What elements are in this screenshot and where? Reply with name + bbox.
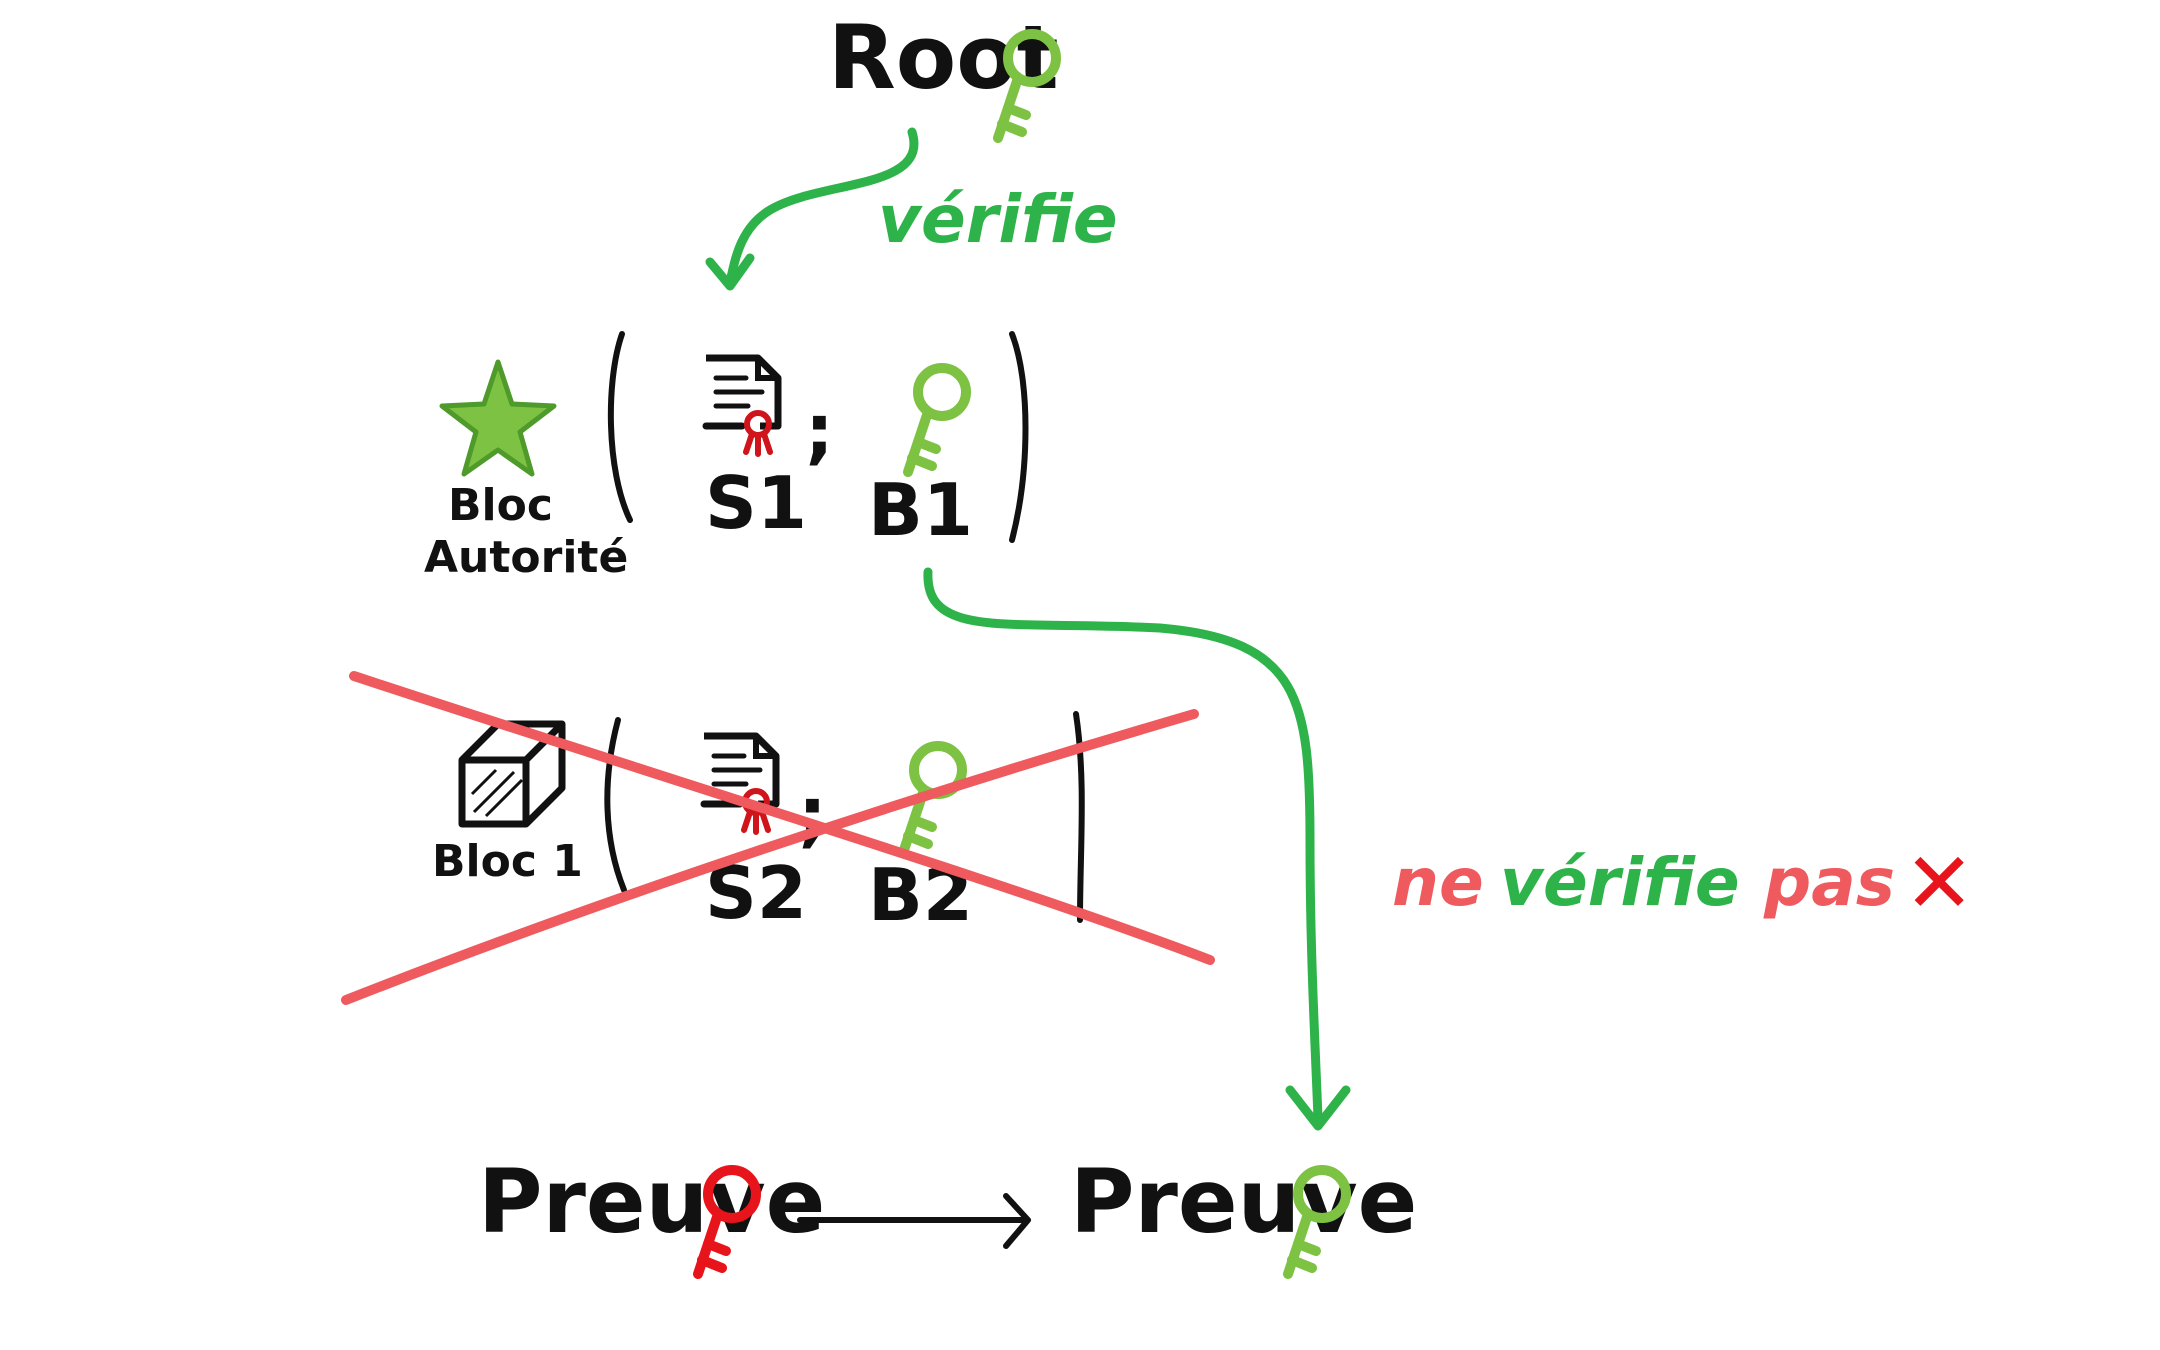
block1-bracket-left (604, 717, 627, 893)
proof-left-label: Preuve (478, 1150, 825, 1253)
authority-key-icon (908, 368, 966, 472)
certificate-icon-2 (704, 736, 776, 832)
star-icon (439, 359, 557, 477)
proof-right-label: Preuve (1070, 1150, 1417, 1253)
authority-bracket-right (1009, 331, 1029, 543)
block1-separator: ; (798, 771, 827, 855)
authority-label-line1: Bloc (448, 480, 553, 531)
verify-label: vérifie (878, 181, 1118, 258)
authority-label-line2: Autorité (424, 532, 628, 583)
authority-bracket-left (607, 331, 633, 523)
block1-key-name: B2 (868, 853, 973, 937)
fail-note-ne: ne (1392, 844, 1484, 921)
fail-note-pas: pas (1763, 844, 1895, 921)
authority-signature: S1 (705, 461, 807, 545)
fail-x-icon: ✕ (1904, 834, 1974, 932)
authority-to-proof-arrow (923, 567, 1351, 1131)
authority-separator: ; (805, 388, 834, 472)
fail-note-verifie: vérifie (1500, 844, 1740, 921)
proof-arrow (797, 1193, 1031, 1249)
certificate-icon (706, 358, 778, 454)
block1-bracket-right (1073, 711, 1085, 923)
block1-label: Bloc 1 (432, 836, 583, 887)
authority-key-name: B1 (868, 468, 973, 552)
cross-out-mark (341, 671, 1215, 1005)
verify-arrow (705, 127, 919, 291)
root-label: Root (828, 6, 1059, 109)
